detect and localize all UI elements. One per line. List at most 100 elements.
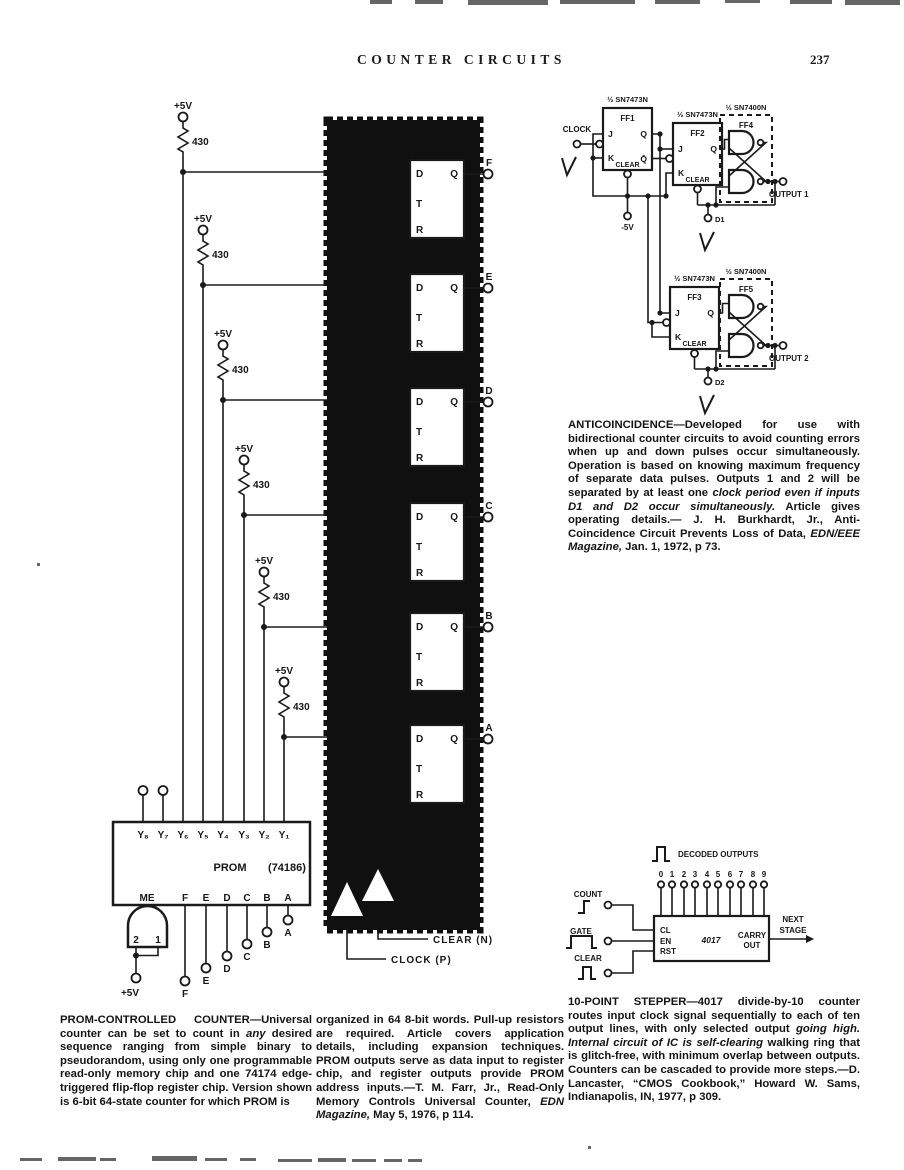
pullup-chain-b: +5V 430 [255, 556, 327, 822]
resistor-value: 430 [293, 702, 310, 713]
clock-bubble [595, 139, 604, 149]
resistor-value: 430 [253, 480, 270, 491]
nand-gate [727, 293, 755, 320]
supply-terminal [238, 454, 250, 466]
d2-terminal [703, 376, 713, 386]
resistor [257, 576, 271, 627]
unused-terminal [157, 785, 169, 796]
ff-row-f: D Q T R F [408, 158, 494, 240]
caption-prom-counter: PROM-CONTROLLED COUNTER—Universal counte… [60, 1014, 312, 1108]
resistor [277, 686, 291, 737]
pulse-icon [699, 394, 715, 416]
clear-pin [623, 169, 632, 179]
ff-row-c: D Q T R C [408, 501, 494, 583]
svg-text:5: 5 [716, 870, 721, 879]
nand-gate [727, 168, 755, 195]
output-terminal [482, 168, 494, 180]
next-stage-label2: STAGE [780, 926, 808, 935]
clock-p-label: CLOCK (P) [391, 955, 452, 966]
decoded-outputs-label: DECODED OUTPUTS [678, 850, 759, 859]
chip-label: ½ SN7400N [726, 103, 767, 112]
output-terminal [482, 396, 494, 408]
d1-terminal [703, 213, 713, 223]
pin-a: A [284, 893, 291, 904]
pin-q: Q [450, 169, 458, 180]
pin-t: T [416, 764, 422, 775]
pin-e: E [203, 893, 210, 904]
decoded-output-pins: 0 1 2 3 4 5 6 7 8 9 [656, 870, 769, 916]
supply-label: +5V [235, 444, 253, 455]
pin-cl: CL [660, 926, 671, 935]
prom-chip: Y₈ Y₇ Y₆ Y₅ Y₄ Y₃ Y₂ Y₁ PROM (74186) ME … [111, 820, 312, 907]
ff-name: FF1 [620, 114, 635, 123]
svg-text:6: 6 [728, 870, 733, 879]
pin-d: D [416, 283, 423, 294]
pin-k: K [678, 168, 685, 178]
clear-input: CLEAR [574, 950, 654, 980]
pin-d: D [416, 512, 423, 523]
pin-q: Q [450, 512, 458, 523]
clear-pin [693, 184, 702, 194]
pin-q: Q [450, 397, 458, 408]
pulse-icon [578, 966, 596, 980]
output2-wires: OUTPUT 2 [763, 341, 809, 369]
pin-q: Q [450, 734, 458, 745]
pin-rst: RST [660, 947, 676, 956]
pin-qbar: Q̄ [640, 154, 647, 164]
count-input: COUNT [574, 890, 654, 931]
supply-terminal [278, 676, 290, 688]
nand-gate [727, 332, 755, 359]
output-terminal [482, 511, 494, 523]
ff-row-d: D Q T R D [408, 386, 494, 468]
supply-label: +5V [121, 988, 139, 999]
pulse-icon [652, 846, 670, 862]
pin-y3: Y₃ [238, 830, 250, 841]
pin-k: K [675, 332, 682, 342]
pin-c: C [243, 893, 250, 904]
pin-t: T [416, 542, 422, 553]
pin-b: B [263, 893, 270, 904]
pulse-icon [566, 935, 597, 949]
pullup-chain-a: +5V 430 [275, 666, 327, 822]
chip-label: ½ SN7473N [674, 274, 715, 283]
supply-label: +5V [174, 101, 192, 112]
me-enable-gate: 2 1 +5V [121, 904, 169, 999]
clear-pin [690, 349, 699, 358]
ff-name: FF4 [739, 121, 754, 130]
pin-y2: Y₂ [258, 830, 269, 841]
output-label: F [486, 158, 492, 169]
chip-label: ½ SN7473N [607, 95, 648, 104]
pin-r: R [416, 453, 424, 464]
pin-carry-out: OUT [744, 941, 761, 950]
pin-j: J [678, 144, 683, 154]
prom-counter-schematic: +5V 430 +5V 430 +5V 430 [111, 101, 494, 1000]
supply-terminal [177, 111, 189, 123]
nand-gate [727, 129, 755, 156]
pin-t: T [416, 199, 422, 210]
clock-bubble [665, 154, 674, 163]
page-title: COUNTER CIRCUITS [357, 52, 566, 67]
svg-text:4: 4 [705, 870, 710, 879]
supply-terminal [258, 566, 270, 578]
pin-me: ME [140, 893, 155, 904]
pin-y6: Y₆ [177, 830, 188, 841]
ff-name: FF5 [739, 285, 754, 294]
pin-carry: CARRY [738, 931, 767, 940]
pullup-chain-d: +5V 430 [214, 329, 327, 822]
pin-r: R [416, 339, 424, 350]
chip-name: 4017 [701, 935, 722, 945]
pin-q: Q [707, 308, 714, 318]
pullup-chain-f: +5V 430 [174, 101, 327, 822]
pin-en: EN [660, 937, 671, 946]
chip-4017: CL EN RST 4017 CARRY OUT [652, 914, 771, 963]
terminal-d: D [223, 964, 230, 975]
gate-input: GATE [566, 927, 654, 949]
resistor [216, 349, 230, 400]
count-terminal [603, 900, 613, 910]
output-terminal [482, 282, 494, 294]
supply-terminal [217, 339, 229, 351]
pin-y8: Y₈ [137, 830, 149, 841]
clear-label: CLEAR [574, 954, 602, 963]
anticoincidence-schematic: ½ SN7473N FF1 J K Q Q̄ CLEAR CLOCK [561, 95, 809, 416]
